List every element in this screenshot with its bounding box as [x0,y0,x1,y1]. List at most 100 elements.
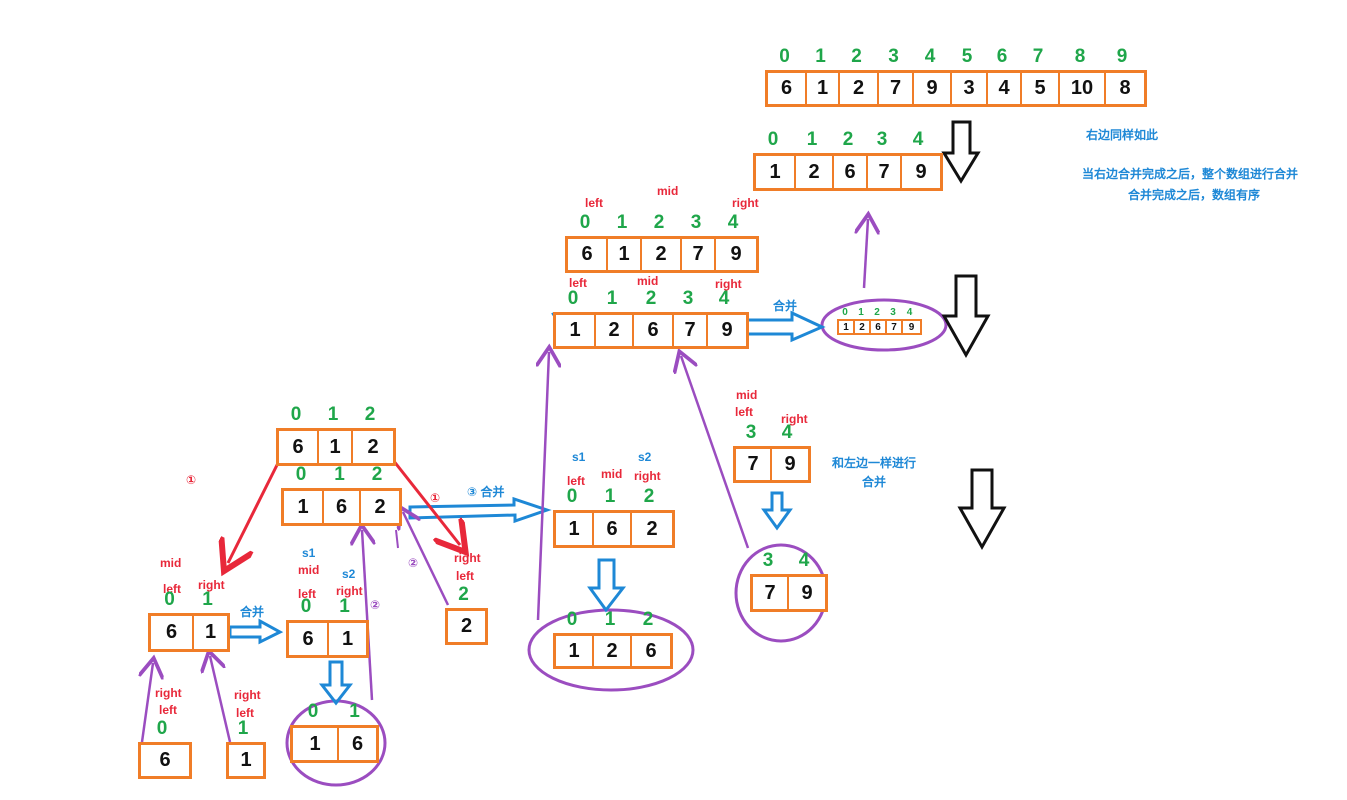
split-arrow-right [391,459,460,545]
array-cell: 7 [868,156,902,188]
array-cell: 3 [952,73,988,104]
index-label: 2 [645,288,657,309]
label-mid-merged: mid [637,274,659,288]
label-right-6: right [155,686,182,700]
index-label: 3 [690,212,702,233]
index-label: 2 [653,212,665,233]
array-cell: 7 [753,577,789,609]
array-cell: 1 [284,491,324,523]
array-cell: 6 [289,623,329,655]
array-cell: 2 [594,636,632,666]
index-label: 0 [290,404,302,425]
index-label: 1 [606,288,618,309]
note-right-same: 右边同样如此 [1086,128,1159,142]
array-cell: 9 [914,73,952,104]
label-step3-merge: ③ 合并 [467,485,505,499]
label-s1-right: s1 [572,450,586,464]
index-label: 0 [579,212,591,233]
array-cell: 1 [839,321,855,333]
index-label: 2 [642,609,654,630]
label-s1-left: s1 [302,546,316,560]
array-cell: 1 [807,73,840,104]
index-label: 0 [767,129,779,150]
index-label: 1 [327,404,339,425]
label-merge-top: 合并 [773,299,798,313]
label-step2-lower: ② [370,598,381,612]
array-cell: 2 [374,495,386,518]
array-cell: 9 [784,453,796,475]
index-label: 3 [888,46,899,67]
label-left-top: left [585,196,603,210]
index-label: 1 [604,609,616,630]
merge-arrow-to-circle [744,310,826,343]
note-whole-merge-1: 当右边合并完成之后，整个数组进行合并 [1082,167,1299,181]
array-cell: 4 [988,73,1022,104]
return-arrow-6 [142,663,153,743]
array-cell: 7 [682,239,716,270]
array-cell: 7 [674,315,708,346]
array-cell: 6 [594,513,632,545]
array-cell: 1 [293,728,339,760]
array-cell: 5 [1022,73,1060,104]
flow-down-arrow-3 [957,468,1007,551]
index-label: 0 [842,307,848,318]
label-step1-right: ① [430,491,441,505]
index-label: 2 [371,464,383,485]
label-step2-upper: ② [408,556,419,570]
index-label: 0 [156,718,168,739]
label-left-6: left [159,703,177,717]
index-label: 2 [874,307,880,318]
split-arrow-left [228,462,280,563]
index-label: 0 [295,464,307,485]
array-cell: 2 [796,156,834,188]
label-merge-left: 合并 [240,605,265,619]
array-cell: 6 [351,732,364,755]
array-cell: 2 [855,321,871,333]
array-cell: 6 [159,749,171,771]
single-6: 6 [138,742,192,779]
array-cell: 6 [151,616,194,649]
array-cell: 6 [634,315,674,346]
label-mid-79: mid [736,388,758,402]
label-left-1: left [236,706,254,720]
index-label: 0 [300,596,312,617]
array-cell: 7 [879,73,914,104]
label-left-162: left [567,474,585,488]
array-cell: 6 [834,156,868,188]
index-label: 1 [815,46,826,67]
index-label: 7 [1032,46,1044,67]
array-cell: 9 [908,321,915,333]
array-cell: 1 [240,749,252,771]
index-label: 0 [567,288,579,309]
index-label: 1 [202,589,213,610]
return-arrow-126 [538,352,549,621]
array-cell: 1 [204,621,217,643]
index-label: 0 [307,701,319,722]
array-cell: 1 [608,239,642,270]
label-left-merged: left [569,276,587,290]
index-label: 4 [727,212,739,233]
index-label: 4 [912,129,924,150]
return-arrow-79 [681,356,750,549]
label-right-162: right [634,469,661,483]
label-mid-61: mid [298,563,320,577]
array-cell: 1 [556,315,596,346]
note-same-as-left-1: 和左边一样进行 [832,456,917,470]
array-cell: 2 [840,73,879,104]
index-label: 1 [349,701,360,722]
merge-down-arrow-126 [587,558,627,613]
array-cell: 1 [556,636,594,666]
index-label: 2 [458,584,469,605]
return-arrow-16 [362,530,372,701]
array-cell: 2 [646,517,658,540]
